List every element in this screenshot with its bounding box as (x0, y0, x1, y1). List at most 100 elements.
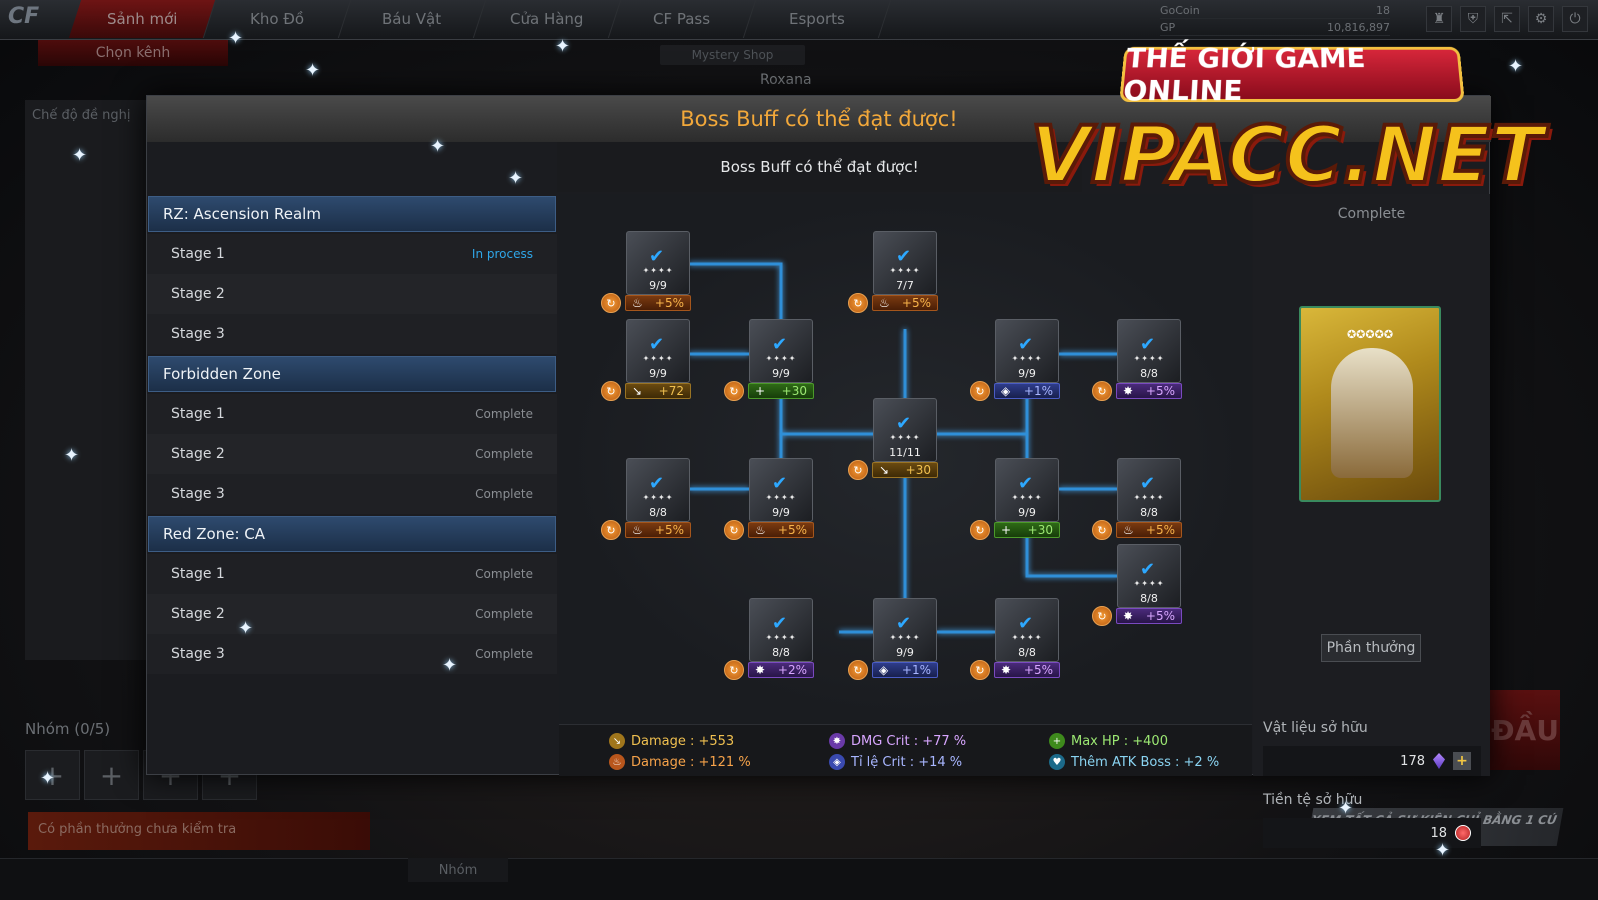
stage-status: Complete (475, 567, 533, 581)
tab-inventory[interactable]: Kho Đồ (203, 0, 352, 38)
refresh-icon[interactable]: ↻ (601, 520, 621, 540)
reward-character-card[interactable]: ✪✪✪✪✪ (1299, 306, 1441, 502)
mystery-shop-button[interactable]: Mystery Shop (660, 45, 805, 65)
check-icon: ✔ (772, 334, 788, 355)
buff-node[interactable]: ✔✦✦✦✦9/9 (626, 231, 690, 295)
buff-value-badge: ↘+72 (625, 383, 691, 399)
buff-value-badge: ◈+1% (872, 662, 938, 678)
summary-max-hp: +Max HP : +400 (1049, 733, 1168, 749)
buff-node[interactable]: ✔✦✦✦✦8/8 (749, 598, 813, 662)
refresh-icon[interactable]: ↻ (848, 293, 868, 313)
gear-icon[interactable]: ⚙ (1528, 6, 1554, 32)
check-icon: ✔ (649, 246, 665, 267)
start-button-bg[interactable]: ĐẦU (1490, 690, 1560, 770)
clan-icon[interactable]: ⛨ (1460, 6, 1486, 32)
zone-header[interactable]: RZ: Ascension Realm (148, 196, 556, 232)
node-count: 8/8 (649, 506, 667, 519)
summary-text: Damage : +121 % (631, 754, 751, 770)
buff-type-icon: ◈ (879, 663, 889, 677)
check-icon: ✔ (649, 473, 665, 494)
channel-select-button[interactable]: Chọn kênh (38, 40, 228, 66)
buff-node[interactable]: ✔✦✦✦✦8/8 (1117, 458, 1181, 522)
group-chat-tab[interactable]: Nhóm (408, 858, 508, 882)
refresh-icon[interactable]: ↻ (724, 381, 744, 401)
buff-node[interactable]: ✔✦✦✦✦9/9 (995, 458, 1059, 522)
buff-node[interactable]: ✔✦✦✦✦8/8 (995, 598, 1059, 662)
tab-shop[interactable]: Cửa Hàng (473, 0, 622, 38)
sparkle-icon: ✦ (72, 145, 88, 166)
refresh-icon[interactable]: ↻ (1092, 606, 1112, 626)
node-count: 8/8 (1018, 646, 1036, 659)
tab-lobby[interactable]: Sảnh mới (68, 0, 217, 38)
refresh-icon[interactable]: ↻ (724, 660, 744, 680)
team-slot[interactable]: + (25, 750, 80, 800)
refresh-icon[interactable]: ↻ (1092, 520, 1112, 540)
buff-value: +30 (905, 463, 931, 477)
refresh-icon[interactable]: ↻ (848, 460, 868, 480)
refresh-icon[interactable]: ↻ (970, 381, 990, 401)
stage-label: Stage 2 (171, 286, 225, 302)
refresh-icon[interactable]: ↻ (601, 381, 621, 401)
buff-node[interactable]: ✔✦✦✦✦8/8 (1117, 319, 1181, 383)
unclaimed-reward-notice[interactable]: Có phần thưởng chưa kiểm tra (28, 812, 370, 850)
refresh-icon[interactable]: ↻ (848, 660, 868, 680)
buff-node[interactable]: ✔✦✦✦✦9/9 (626, 319, 690, 383)
check-icon: ✔ (896, 413, 912, 434)
buff-node[interactable]: ✔✦✦✦✦9/9 (995, 319, 1059, 383)
stage-row[interactable]: Stage 2 (147, 274, 557, 314)
refresh-icon[interactable]: ↻ (601, 293, 621, 313)
tab-label: Báu Vật (382, 10, 442, 28)
cf-logo-icon[interactable]: CF (8, 4, 40, 29)
buff-value-badge: ✸+2% (748, 662, 814, 678)
buff-value-badge: ✸+5% (1116, 608, 1182, 624)
modal-subtitle: Boss Buff có thể đạt được! (557, 142, 1082, 192)
tab-esports[interactable]: Esports (743, 0, 892, 38)
buff-value: +30 (781, 384, 807, 398)
buff-value: +5% (1145, 609, 1175, 623)
team-slot[interactable]: + (84, 750, 139, 800)
materials-label: Vật liệu sở hữu (1263, 720, 1368, 736)
node-count: 9/9 (772, 367, 790, 380)
refresh-icon[interactable]: ↻ (1092, 381, 1112, 401)
bottom-bar (0, 858, 1598, 900)
refresh-icon[interactable]: ↻ (970, 520, 990, 540)
reward-button[interactable]: Phần thưởng (1321, 634, 1421, 662)
stage-row[interactable]: Stage 3 (147, 314, 557, 354)
rank-icon[interactable]: ♜ (1426, 6, 1452, 32)
buff-node[interactable]: ✔✦✦✦✦8/8 (1117, 544, 1181, 608)
node-stars: ✦✦✦✦ (765, 633, 797, 642)
buff-node[interactable]: ✔✦✦✦✦8/8 (626, 458, 690, 522)
add-materials-button[interactable]: + (1453, 752, 1471, 770)
sparkle-icon: ✦ (555, 36, 571, 57)
power-icon[interactable]: ⏻ (1562, 6, 1588, 32)
check-icon: ✔ (649, 334, 665, 355)
buff-value-badge: ♨+5% (625, 522, 691, 538)
buff-value-badge: ♨+5% (625, 295, 691, 311)
node-count: 11/11 (889, 446, 921, 459)
exit-icon[interactable]: ⇱ (1494, 6, 1520, 32)
tab-cf-pass[interactable]: CF Pass (608, 0, 757, 38)
buff-node[interactable]: ✔✦✦✦✦7/7 (873, 231, 937, 295)
materials-field: 178 + (1263, 746, 1481, 776)
refresh-icon[interactable]: ↻ (970, 660, 990, 680)
buff-node[interactable]: ✔✦✦✦✦9/9 (873, 598, 937, 662)
buff-node[interactable]: ✔✦✦✦✦11/11 (873, 398, 937, 462)
refresh-icon[interactable]: ↻ (724, 520, 744, 540)
buff-node[interactable]: ✔✦✦✦✦9/9 (749, 319, 813, 383)
zone-header[interactable]: Forbidden Zone (148, 356, 556, 392)
zone-header[interactable]: Red Zone: CA (148, 516, 556, 552)
node-stars: ✦✦✦✦ (765, 493, 797, 502)
buff-node[interactable]: ✔✦✦✦✦9/9 (749, 458, 813, 522)
damage-icon: ↘ (609, 733, 625, 749)
tab-treasure[interactable]: Báu Vật (338, 0, 487, 38)
mode-title: Chế độ đề nghị (32, 108, 131, 123)
stage-label: Stage 3 (171, 486, 225, 502)
node-stars: ✦✦✦✦ (642, 354, 674, 363)
